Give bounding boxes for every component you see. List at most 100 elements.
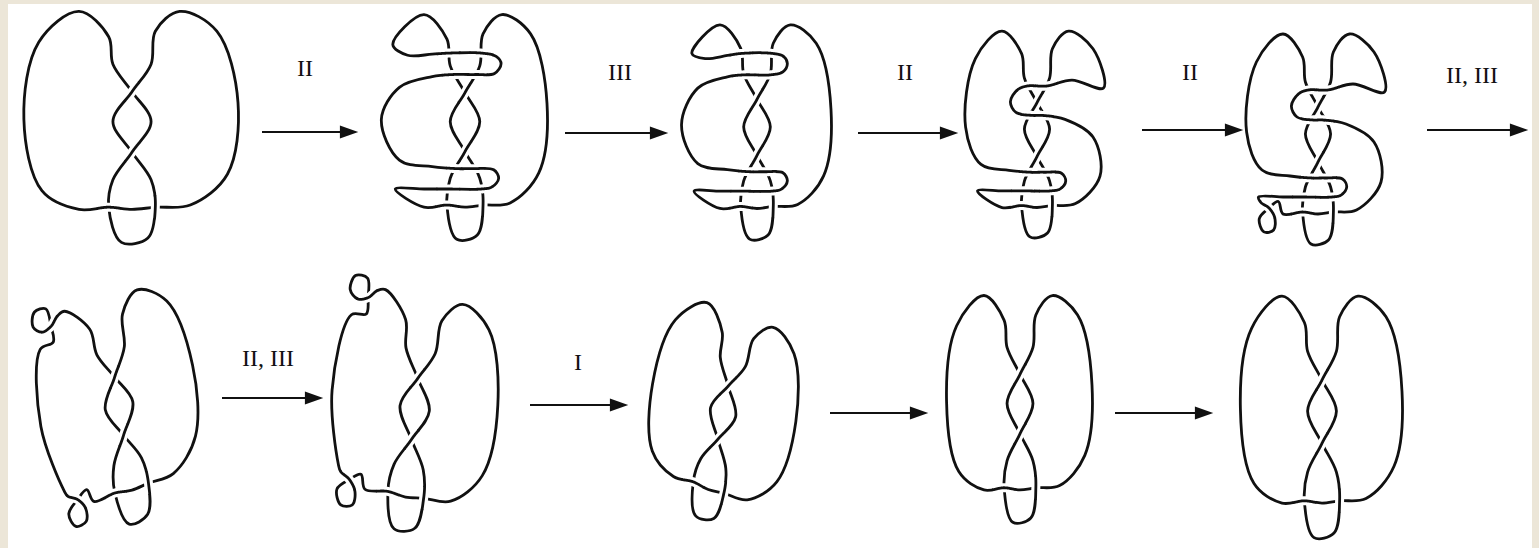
crossing-gap	[720, 378, 735, 394]
over-strand	[721, 482, 725, 504]
over-strand	[111, 367, 119, 388]
crossing-gap	[1317, 87, 1339, 90]
over-strand	[993, 488, 1015, 490]
over-strand	[437, 188, 459, 191]
crossing-gap	[125, 83, 138, 100]
crossing-gap	[731, 53, 753, 55]
label-slot: I	[572, 349, 584, 375]
crossing-gap	[754, 167, 776, 176]
move-label: III	[606, 59, 634, 85]
crossing-gap	[761, 53, 783, 56]
over-strand	[1293, 196, 1315, 199]
move-label: II, III	[240, 345, 296, 371]
over-strand	[759, 73, 781, 75]
over-strand	[147, 472, 150, 494]
move-label: II	[295, 55, 315, 81]
crossing-gap	[98, 207, 120, 208]
knot-diagram	[682, 25, 832, 240]
knot-strand	[32, 289, 198, 526]
knot-strand	[946, 295, 1092, 523]
crossing-gap	[993, 488, 1015, 490]
over-strand	[771, 196, 774, 218]
arrow-head	[1226, 125, 1240, 135]
over-strand	[120, 425, 127, 446]
arrow-head	[911, 408, 925, 418]
knot-strand	[381, 15, 547, 241]
crossing-gap	[147, 472, 150, 494]
knot-diagram	[1240, 296, 1402, 539]
crossing-gap	[759, 73, 781, 75]
arrows	[222, 125, 1525, 418]
over-strand	[470, 187, 492, 189]
knot-diagram	[24, 11, 239, 244]
crossing-gap	[459, 142, 470, 161]
move-label: II	[895, 59, 915, 85]
crossing-gap	[1015, 365, 1025, 384]
crossing-gap	[733, 75, 755, 76]
over-strand	[1051, 194, 1054, 216]
knot-drawings	[24, 11, 1403, 538]
crossing-gap	[459, 83, 471, 102]
crossing-gap	[462, 164, 484, 173]
crossing-gap	[465, 70, 487, 79]
crossing-gap	[42, 317, 57, 332]
over-strand	[1036, 83, 1058, 86]
over-strand	[1033, 171, 1055, 174]
crossing-gap	[437, 184, 459, 193]
over-strand	[731, 53, 753, 55]
crossing-gap	[1021, 114, 1043, 115]
over-strand	[462, 167, 484, 170]
crossing-gap	[1292, 212, 1314, 214]
over-strand	[438, 53, 460, 54]
move-label: I	[572, 349, 584, 375]
knot-diagram	[649, 302, 799, 520]
over-strand	[459, 83, 471, 102]
over-strand	[720, 378, 735, 394]
over-strand	[1260, 202, 1274, 218]
over-strand	[1032, 147, 1043, 166]
crossing-gap	[1293, 193, 1315, 202]
arrow-head	[941, 128, 955, 138]
over-strand	[761, 189, 782, 192]
crossing-gap	[405, 431, 418, 449]
over-strand	[754, 170, 776, 173]
knot-strand	[332, 275, 499, 531]
crossing-gap	[1012, 186, 1034, 195]
label-slot: II	[895, 59, 915, 85]
over-strand	[1021, 114, 1043, 115]
over-strand	[125, 83, 138, 100]
crossing-gap	[471, 53, 493, 55]
move-label: II	[1180, 59, 1200, 85]
over-strand	[710, 431, 725, 447]
crossing-gap	[751, 90, 762, 109]
arrow-head	[651, 128, 665, 138]
over-strand	[153, 196, 157, 218]
crossing-gap	[1314, 173, 1336, 182]
over-strand	[730, 206, 752, 208]
over-strand	[471, 53, 493, 55]
crossing-gap	[1329, 201, 1338, 223]
over-strand	[1317, 434, 1328, 453]
over-strand	[125, 143, 138, 161]
crossing-gap	[105, 491, 126, 497]
arrow-head	[1196, 408, 1210, 418]
crossing-gap	[478, 194, 488, 216]
over-strand	[436, 205, 458, 207]
crossing-gap	[1036, 83, 1058, 86]
crossing-gap	[1040, 188, 1061, 191]
over-strand	[1302, 119, 1324, 120]
crossing-gap	[67, 496, 85, 508]
over-strand	[733, 75, 755, 76]
over-strand	[1012, 189, 1034, 192]
arrow-head	[1511, 125, 1525, 135]
crossing-gap	[341, 472, 354, 489]
knot-diagram	[1246, 34, 1386, 245]
crossing-gap	[1048, 194, 1057, 216]
over-strand	[761, 53, 783, 56]
knot-strand	[649, 302, 799, 520]
over-strand	[1317, 87, 1339, 90]
over-strand	[683, 480, 703, 487]
over-strand	[1015, 424, 1025, 443]
